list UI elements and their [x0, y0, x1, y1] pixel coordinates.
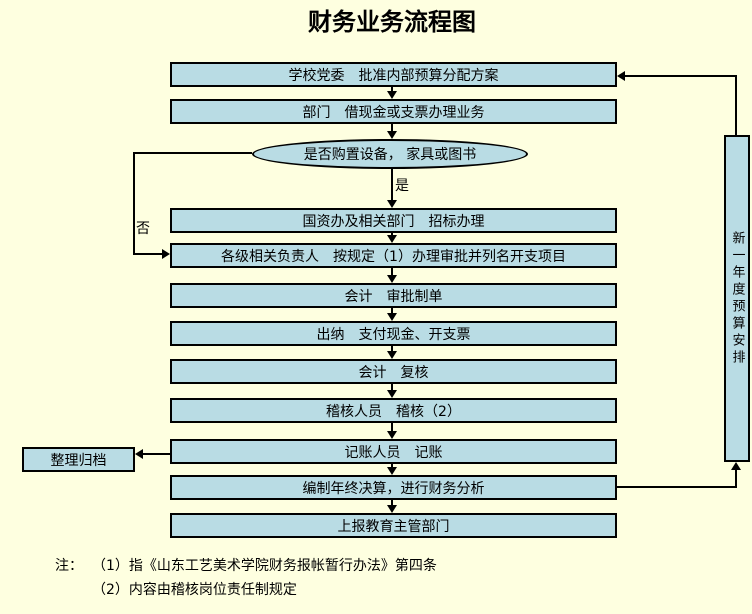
arrowhead-down — [387, 200, 397, 208]
connector-line — [391, 233, 393, 235]
budget-feed-line — [617, 486, 737, 488]
step-year-end-settlement: 编制年终决算，进行财务分析 — [170, 475, 617, 500]
decision-no-label: 否 — [136, 221, 150, 237]
connector-line — [391, 87, 393, 91]
connector-line — [391, 268, 393, 275]
budget-feed-line — [735, 470, 737, 488]
arrowhead-up — [731, 462, 741, 470]
step-cashier-payment: 出纳 支付现金、开支票 — [170, 321, 617, 346]
arrowhead-down — [387, 235, 397, 243]
step-accountant-review: 会计 复核 — [170, 359, 617, 384]
arrowhead-left — [135, 449, 143, 459]
connector-line — [391, 124, 393, 131]
step-report-education: 上报教育主管部门 — [170, 513, 617, 538]
no-branch-line — [133, 152, 135, 255]
step-auditor-audit: 稽核人员 稽核（2） — [170, 398, 617, 423]
no-branch-line — [133, 253, 162, 255]
step-state-assets-tender: 国资办及相关部门 招标办理 — [170, 208, 617, 233]
decision-purchase-ellipse: 是否购置设备， 家具或图书 — [252, 139, 528, 169]
arrowhead-down — [387, 505, 397, 513]
arrowhead-down — [387, 313, 397, 321]
archive-box: 整理归档 — [22, 447, 135, 472]
arrowhead-left — [617, 71, 625, 81]
step-department-borrow: 部门 借现金或支票办理业务 — [170, 99, 617, 124]
decision-yes-label: 是 — [395, 178, 409, 194]
arrowhead-down — [387, 351, 397, 359]
connector-line — [391, 384, 393, 390]
page-title: 财务业务流程图 — [308, 8, 476, 36]
arrowhead-right — [162, 249, 170, 259]
connector-line — [391, 346, 393, 351]
feedback-line — [625, 75, 737, 77]
connector-line — [391, 169, 393, 200]
new-year-budget-box: 新一年度预算安排 — [724, 135, 750, 462]
arrowhead-down — [387, 431, 397, 439]
arrowhead-down — [387, 467, 397, 475]
notes-label: 注： — [55, 558, 83, 574]
step-school-committee: 学校党委 批准内部预算分配方案 — [170, 62, 617, 87]
note-line-1: （1）指《山东工艺美术学院财务报帐暂行办法》第四条 — [92, 558, 437, 574]
connector-line — [391, 308, 393, 313]
arrowhead-down — [387, 390, 397, 398]
arrowhead-down — [387, 131, 397, 139]
feedback-line — [735, 75, 737, 135]
arrowhead-down — [387, 275, 397, 283]
connector-line — [391, 464, 393, 467]
archive-line — [143, 453, 170, 455]
note-line-2: （2）内容由稽核岗位责任制规定 — [92, 582, 297, 598]
connector-line — [391, 423, 393, 431]
arrowhead-down — [387, 91, 397, 99]
step-responsible-persons: 各级相关负责人 按规定（1）办理审批并列名开支项目 — [170, 243, 617, 268]
step-accountant-voucher: 会计 审批制单 — [170, 283, 617, 308]
connector-line — [391, 500, 393, 505]
no-branch-line — [133, 152, 252, 154]
step-bookkeeper: 记账人员 记账 — [170, 439, 617, 464]
